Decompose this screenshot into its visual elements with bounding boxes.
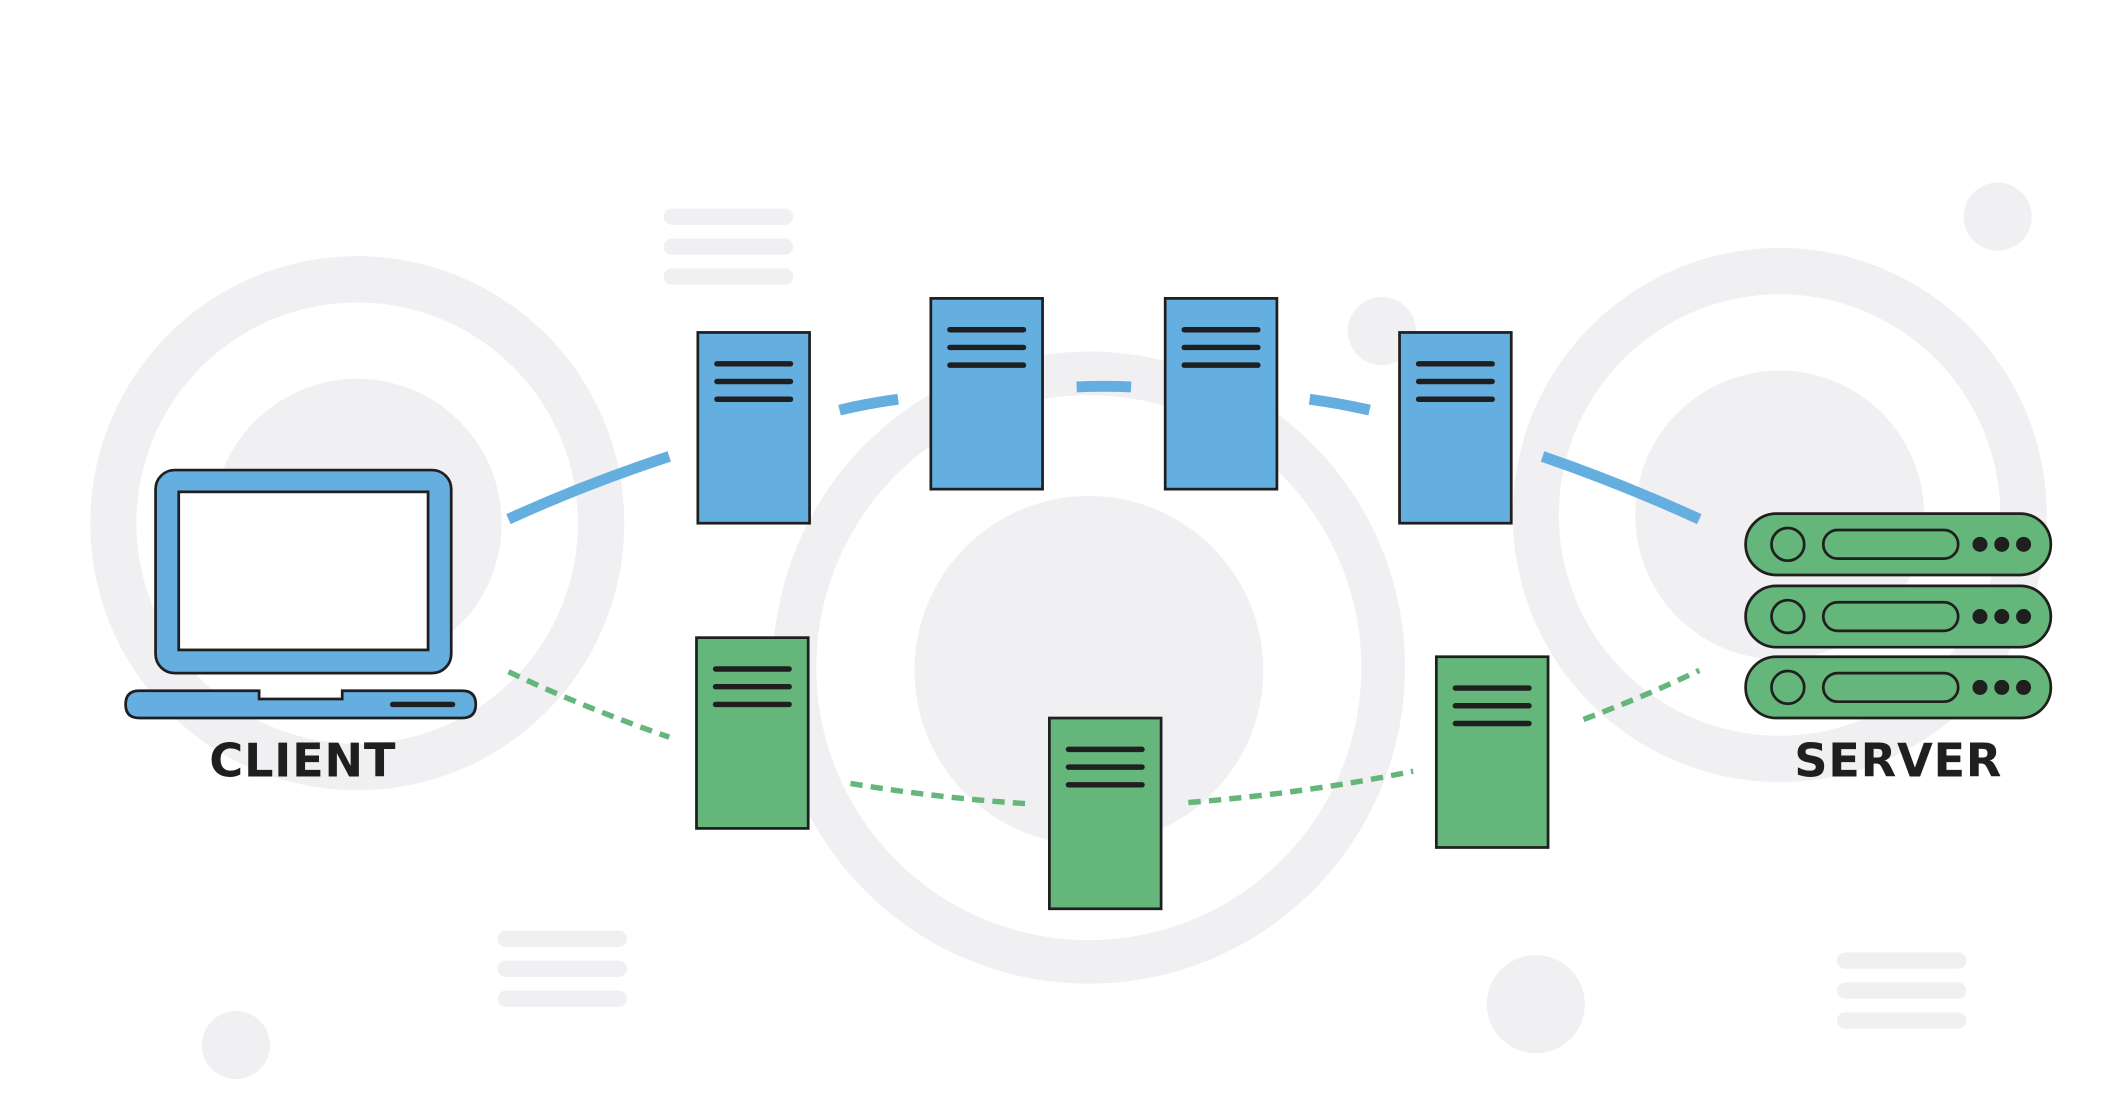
blue-relay-nodes	[696, 297, 1513, 525]
server-unit	[1744, 584, 2053, 649]
link-segment	[849, 780, 1031, 807]
server-tower-icon	[1434, 655, 1550, 849]
decor-dot	[1486, 955, 1585, 1054]
link-segment	[838, 393, 899, 416]
link-segment	[1076, 380, 1132, 393]
decor-disc-center	[914, 495, 1264, 845]
client-label: CLIENT	[209, 734, 396, 788]
server-tower-icon	[1163, 297, 1279, 491]
server-label: SERVER	[1794, 734, 2002, 788]
link-segment	[1188, 768, 1414, 806]
link-segment	[1308, 393, 1371, 416]
server-unit	[1744, 655, 2053, 720]
decor-lines	[1836, 952, 1967, 1029]
server-tower-icon	[929, 297, 1044, 491]
decor-lines	[497, 930, 627, 1007]
bottom-connection-path	[507, 667, 1701, 807]
link-segment	[507, 669, 671, 740]
link-segment	[1582, 667, 1701, 722]
laptop-icon	[124, 468, 478, 720]
decor-lines	[663, 208, 794, 285]
top-connection-path	[506, 380, 1702, 525]
decor-dot	[1963, 182, 2032, 251]
server-tower-icon	[695, 636, 810, 830]
server-tower-icon	[1048, 716, 1163, 911]
decor-dot	[201, 1010, 271, 1080]
link-segment	[506, 451, 671, 525]
server-rack-icon	[1744, 512, 2053, 720]
green-relay-nodes	[695, 636, 1550, 911]
server-unit	[1744, 512, 2053, 577]
server-tower-icon	[1398, 331, 1513, 525]
link-segment	[1540, 451, 1702, 525]
server-tower-icon	[696, 331, 811, 525]
